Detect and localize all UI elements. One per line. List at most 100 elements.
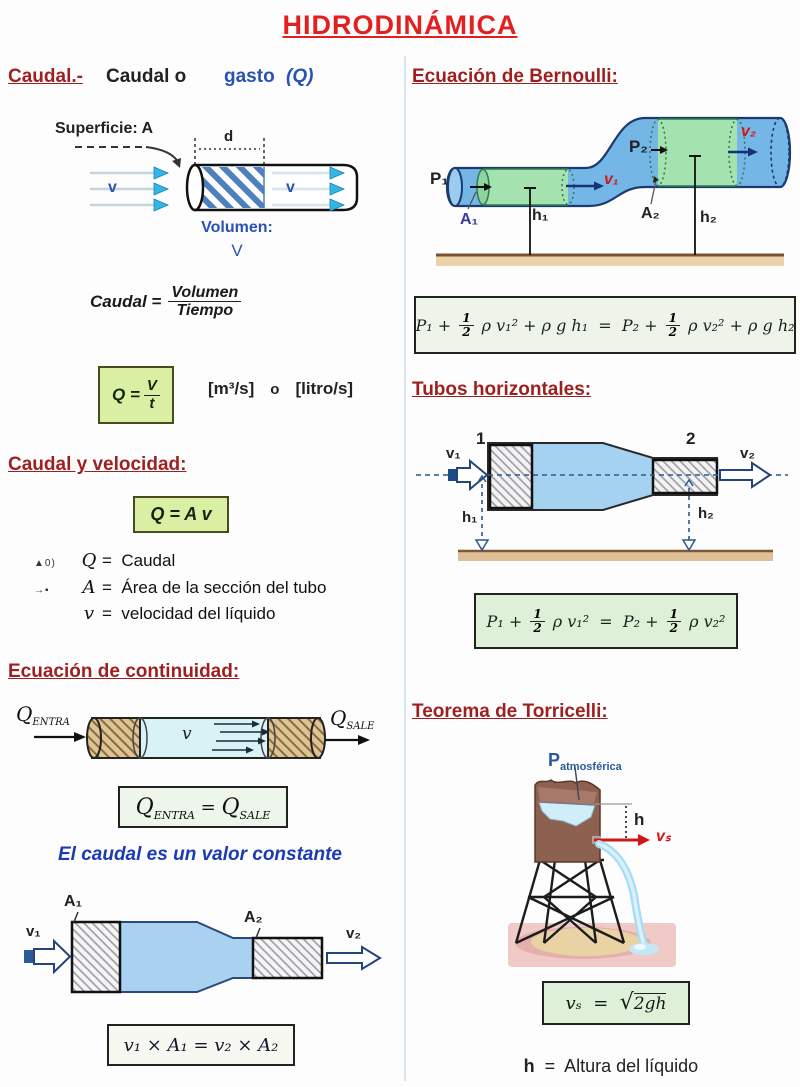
q-eq-num: V bbox=[143, 378, 160, 396]
sqrt-sign: √ bbox=[619, 990, 634, 1016]
caudal-subtitle-q: (Q) bbox=[286, 66, 314, 87]
h-def-symbol: h bbox=[523, 1055, 535, 1076]
tubos-eq-pre: P₁ + bbox=[486, 611, 528, 631]
box-eq: = bbox=[194, 796, 222, 818]
p-atm-sub: atmosférica bbox=[560, 761, 622, 774]
bernoulli-pipe-illustration bbox=[436, 116, 792, 266]
tubos-f2n: 1 bbox=[666, 607, 681, 622]
heading-continuidad: Ecuación de continuidad: bbox=[8, 661, 240, 682]
caudal-eq-den: Tiempo bbox=[176, 302, 234, 320]
bernoulli-a1-label: A₁ bbox=[460, 211, 479, 228]
bernoulli-v1-label: v₁ bbox=[604, 171, 619, 188]
bernoulli-p1-label: P₁ bbox=[430, 169, 449, 188]
bern-f1d: 2 bbox=[462, 324, 471, 339]
p-atm-main: P bbox=[548, 750, 561, 770]
def-symbol-v: v bbox=[83, 603, 95, 624]
continuity-pipe-diagram: QENTRA QSALE v bbox=[14, 704, 386, 768]
def-symbol-a: A bbox=[82, 577, 96, 598]
q-sale-main: Q bbox=[330, 706, 347, 730]
definition-row-q: ▲0) Q = Caudal bbox=[34, 550, 175, 571]
continuity-equation-box: Q ENTRA = Q SALE bbox=[118, 786, 288, 828]
torricelli-h-label: h bbox=[634, 810, 645, 829]
torricelli-formula-box: vₛ = √ 2gh bbox=[542, 981, 690, 1025]
bernoulli-h2-label: h₂ bbox=[700, 209, 717, 226]
continuity-pipe-illustration bbox=[34, 717, 370, 759]
caudal-eq-lhs: Caudal = bbox=[90, 291, 162, 311]
heading-torricelli: Teorema de Torricelli: bbox=[412, 701, 608, 722]
h-def-text: = Altura del líquido bbox=[534, 1055, 699, 1076]
q-sale-sub: SALE bbox=[346, 721, 375, 733]
venturi-v2-label: v₂ bbox=[346, 925, 362, 942]
bern-eq-end: ρ v₂² + ρ g h₂ bbox=[683, 315, 795, 335]
q-eq-lhs: Q = bbox=[112, 385, 140, 404]
def-text-a: = Área de la sección del tubo bbox=[102, 578, 327, 597]
tubos-eq-end: ρ v₂² bbox=[683, 611, 726, 631]
box-s2: SALE bbox=[239, 809, 271, 822]
tubos-h1-label: h₁ bbox=[462, 509, 478, 526]
q-entra-label: QENTRA bbox=[16, 704, 70, 729]
venturi-a2-label: A₂ bbox=[244, 909, 263, 926]
venturi-pipe-diagram: A₁ A₂ v₁ v₂ bbox=[20, 886, 392, 1002]
caudal-fraction-formula: Caudal = Volumen Tiempo bbox=[90, 284, 242, 320]
q-vt-formula-box: Q = V t bbox=[98, 366, 174, 424]
q-eq-den: t bbox=[149, 394, 155, 412]
q-sale-label: QSALE bbox=[330, 708, 374, 733]
q-entra-sub: ENTRA bbox=[32, 717, 70, 729]
horizontal-tubes-illustration bbox=[416, 442, 788, 561]
page-title: HIDRODINÁMICA bbox=[282, 10, 518, 40]
box-s1: ENTRA bbox=[153, 809, 195, 822]
tubos-v1-label: v₁ bbox=[446, 445, 461, 462]
unit-o: o bbox=[270, 381, 280, 398]
heading-tubos: Tubos horizontales: bbox=[412, 379, 592, 400]
heading-bernoulli: Ecuación de Bernoulli: bbox=[412, 66, 618, 87]
bernoulli-a2-label: A₂ bbox=[641, 205, 660, 222]
column-divider bbox=[404, 56, 406, 1081]
tube2-number: 2 bbox=[686, 429, 696, 448]
tubos-f1n: 1 bbox=[530, 607, 545, 622]
torricelli-radicand: 2gh bbox=[633, 992, 667, 1014]
torricelli-f-lhs: vₛ = bbox=[565, 992, 620, 1014]
bernoulli-v2-label: v₂ bbox=[741, 123, 756, 140]
heading-caudal: Caudal.- bbox=[8, 66, 83, 87]
p-atmospheric-label: Patmosférica bbox=[548, 751, 622, 774]
bern-eq-mid: ρ v₁² + ρ g h₁ = P₂ + bbox=[476, 315, 663, 335]
bernoulli-pipe-diagram: P₁ A₁ h₁ v₁ P₂ A₂ h₂ v₂ bbox=[408, 96, 800, 272]
piston-pipe-illustration bbox=[75, 138, 359, 212]
tubos-v2-label: v₂ bbox=[740, 445, 756, 462]
bern-eq-pre: P₁ + bbox=[415, 315, 457, 335]
definition-row-v: v = velocidad del líquido bbox=[34, 603, 276, 624]
h-definition: h = Altura del líquido bbox=[404, 1040, 800, 1087]
horizontal-tubes-diagram: 1 2 v₁ v₂ h₁ h₂ bbox=[408, 428, 800, 570]
d-label: d bbox=[224, 128, 234, 145]
bern-f2n: 1 bbox=[665, 311, 680, 326]
units-line: [m³/s] o [litro/s] bbox=[208, 380, 353, 398]
q-av-formula-box: Q = A v bbox=[133, 496, 229, 533]
venturi-formula: v₁ × A₁ = v₂ × A₂ bbox=[123, 1034, 279, 1056]
q-entra-main: Q bbox=[16, 702, 33, 726]
v-right-label: v bbox=[286, 179, 295, 196]
tubos-f1d: 2 bbox=[533, 620, 542, 635]
venturi-a1-label: A₁ bbox=[64, 893, 83, 910]
bullet-mark-icon: →▪ bbox=[34, 585, 50, 596]
q-av-formula: Q = A v bbox=[150, 504, 212, 524]
venturi-pipe-illustration bbox=[24, 911, 382, 994]
bernoulli-p2-label: P₂ bbox=[629, 137, 648, 156]
bern-f2d: 2 bbox=[668, 324, 677, 339]
venturi-v1-label: v₁ bbox=[26, 923, 41, 940]
torricelli-vs-label: vₛ bbox=[656, 828, 671, 845]
heading-caudal-velocidad: Caudal y velocidad: bbox=[8, 454, 187, 475]
def-symbol-q: Q bbox=[81, 550, 97, 571]
bernoulli-h1-label: h₁ bbox=[532, 207, 549, 224]
tubos-h2-label: h₂ bbox=[698, 505, 714, 522]
v-left-label: v bbox=[108, 179, 117, 196]
definition-row-a: →▪ A = Área de la sección del tubo bbox=[34, 577, 326, 598]
unit-m3s: [m³/s] bbox=[208, 379, 255, 398]
continuity-v-label: v bbox=[182, 724, 192, 744]
torricelli-diagram: Patmosférica h vₛ bbox=[478, 745, 778, 973]
bullet-mark-icon: ▲0) bbox=[34, 558, 56, 569]
caudal-subtitle: Caudal o bbox=[106, 66, 187, 87]
tubos-eq-mid: ρ v₁² = P₂ + bbox=[547, 611, 664, 631]
caudal-subtitle-gasto: gasto bbox=[224, 66, 275, 87]
